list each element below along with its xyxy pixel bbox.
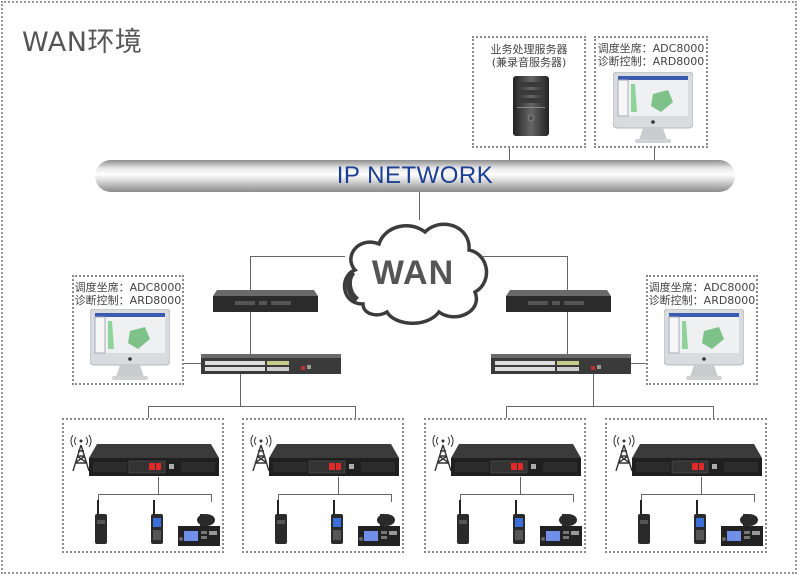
server-link xyxy=(509,148,510,160)
diagram-title: WAN环境 xyxy=(22,27,143,58)
right-console-label-1: 调度坐席：ADC8000 xyxy=(648,281,756,294)
link-line xyxy=(211,494,212,502)
handheld-radio-icon xyxy=(150,500,164,546)
handheld-radio-icon xyxy=(330,500,344,546)
link-line xyxy=(460,494,461,502)
right-distribution-h xyxy=(506,406,714,407)
tower-icon xyxy=(69,435,93,471)
console-link xyxy=(654,148,655,160)
left-console-label-2: 诊断控制：ARD8000 xyxy=(74,294,182,307)
tower-icon xyxy=(612,435,636,471)
link-line xyxy=(278,494,279,502)
cloud-right-link-h xyxy=(482,256,568,257)
left-switch-icon xyxy=(201,354,341,374)
top-console-box: 调度坐席：ADC8000 诊断控制：ARD8000 xyxy=(594,36,708,148)
right-router-switch-link xyxy=(567,312,568,354)
server-label-2: (兼录音服务器) xyxy=(491,56,567,69)
radio-bus xyxy=(278,494,392,495)
wan-cloud: WAN xyxy=(333,212,493,332)
portable-radio-icon xyxy=(637,500,651,546)
right-console-box: 调度坐席：ADC8000 诊断控制：ARD8000 xyxy=(646,275,758,385)
mobile-radio-icon xyxy=(538,512,584,548)
left-console-label-1: 调度坐席：ADC8000 xyxy=(74,281,182,294)
radio-bus xyxy=(98,494,212,495)
repeater-icon xyxy=(632,444,762,480)
ip-network-bus: IP NETWORK xyxy=(95,160,735,192)
wan-label: WAN xyxy=(371,254,455,292)
repeater-icon xyxy=(269,444,399,480)
handheld-radio-icon xyxy=(693,500,707,546)
repeater-group-box-4 xyxy=(605,418,767,553)
link-line xyxy=(520,477,521,494)
console-label-2: 诊断控制：ARD8000 xyxy=(597,55,705,68)
portable-radio-icon xyxy=(274,500,288,546)
monitor-icon xyxy=(613,72,693,143)
server-icon xyxy=(511,76,551,136)
left-distribution-h xyxy=(148,406,356,407)
link-line xyxy=(701,477,702,494)
left-router-switch-link xyxy=(250,312,251,354)
left-switch-down-link xyxy=(240,374,241,406)
cloud-left-link-h xyxy=(250,256,345,257)
right-dist-v1 xyxy=(506,406,507,418)
link-line xyxy=(754,494,755,502)
portable-radio-icon xyxy=(456,500,470,546)
server-label-1: 业务处理服务器 xyxy=(490,43,568,56)
cloud-left-link-v xyxy=(250,256,251,290)
link-line xyxy=(158,477,159,494)
left-dist-v1 xyxy=(148,406,149,418)
console-label-1: 调度坐席：ADC8000 xyxy=(597,42,705,55)
link-line xyxy=(98,494,99,502)
left-monitor-icon xyxy=(90,309,170,380)
link-line xyxy=(573,494,574,502)
left-console-link xyxy=(184,363,201,364)
tower-icon xyxy=(249,435,273,471)
radio-bus xyxy=(641,494,755,495)
right-dist-v2 xyxy=(713,406,714,418)
right-switch-icon xyxy=(491,354,631,374)
ip-network-label: IP NETWORK xyxy=(336,162,494,189)
link-line xyxy=(641,494,642,502)
left-console-box: 调度坐席：ADC8000 诊断控制：ARD8000 xyxy=(72,275,184,385)
right-console-label-2: 诊断控制：ARD8000 xyxy=(648,294,756,307)
repeater-group-box-2 xyxy=(242,418,404,553)
cloud-right-link-v xyxy=(567,256,568,290)
repeater-icon xyxy=(89,444,219,480)
mobile-radio-icon xyxy=(176,512,222,548)
repeater-icon xyxy=(451,444,581,480)
tower-icon xyxy=(431,435,455,471)
right-monitor-icon xyxy=(664,309,744,380)
link-line xyxy=(338,477,339,494)
server-box: 业务处理服务器 (兼录音服务器) xyxy=(472,36,586,148)
right-router-icon xyxy=(506,290,611,312)
repeater-group-box-1 xyxy=(62,418,224,553)
pipe-cloud-link xyxy=(419,192,420,220)
left-dist-v2 xyxy=(355,406,356,418)
right-switch-down-link xyxy=(593,374,594,406)
portable-radio-icon xyxy=(94,500,108,546)
mobile-radio-icon xyxy=(356,512,402,548)
right-console-link xyxy=(631,363,646,364)
handheld-radio-icon xyxy=(512,500,526,546)
radio-bus xyxy=(460,494,574,495)
link-line xyxy=(391,494,392,502)
left-router-icon xyxy=(213,290,318,312)
repeater-group-box-3 xyxy=(424,418,586,553)
mobile-radio-icon xyxy=(719,512,765,548)
